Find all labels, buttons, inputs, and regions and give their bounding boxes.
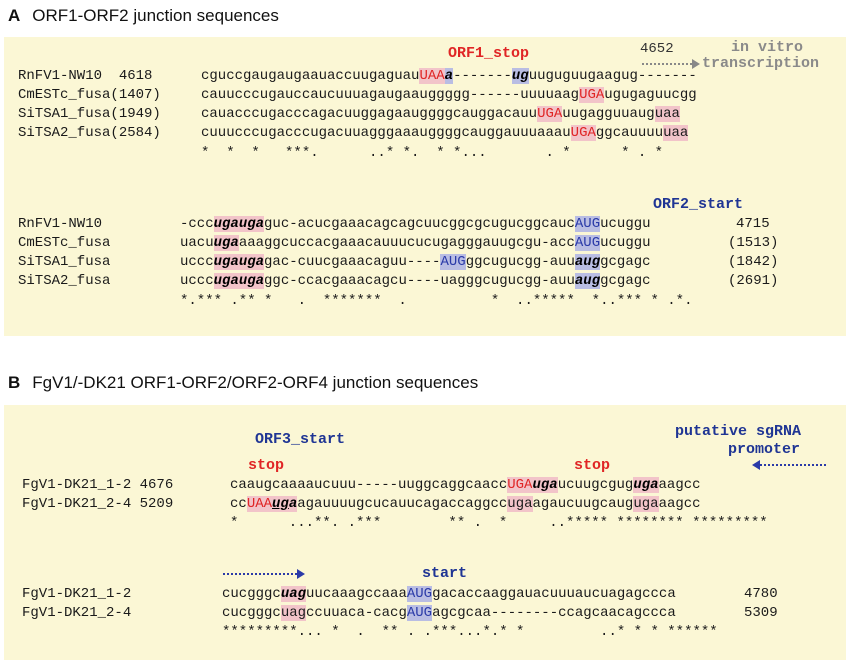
- seq-name-sitsa2-b2: SiTSA2_fusa: [18, 273, 111, 289]
- transcription-label: transcription: [702, 55, 820, 72]
- seq-rnfv1-row2: -cccugaugaguc-acucgaaacagcagcuucggcgcugu…: [180, 216, 651, 232]
- orf2-start-codon: AUG: [574, 216, 601, 232]
- sgrna-forward-arrow: [223, 569, 305, 579]
- start-label: start: [422, 565, 468, 582]
- seq-end-cmestc: (1513): [728, 235, 779, 251]
- consensus-a-block1: * * * ***. ..* *. * *... . * * . *: [201, 145, 664, 161]
- seq-end-rnfv1: 4715: [736, 216, 770, 232]
- seq-sitsa2-row1: cuuucccugacccugacuuagggaaauggggcauggauuu…: [201, 125, 689, 141]
- consensus-a-block2: *.*** .** * . ******* . * ..***** *..***…: [180, 293, 693, 309]
- panel-b-title: B FgV1/-DK21 ORF1-ORF2/ORF2-ORF4 junction…: [8, 373, 478, 393]
- seq-sitsa1-row2: ucccugaugagac-cuucgaaacaguu----AUGggcugu…: [180, 254, 651, 270]
- seq-name-cmestc: CmESTc_fusa(1407): [18, 87, 161, 103]
- seq-fgv1-24-row2: cucgggcuagccuuaca-cacgAUGagcgcaa--------…: [222, 605, 676, 621]
- position-4652-label: 4652: [640, 41, 674, 57]
- seq-end-fgv1-12: 4780: [744, 586, 778, 602]
- panel-a-title: A ORF1-ORF2 junction sequences: [8, 6, 279, 26]
- consensus-b-block1: * ...**. .*** ** . * ..***** ******** **…: [230, 515, 768, 531]
- seq-name-rnfv1-b2: RnFV1-NW10: [18, 216, 103, 232]
- seq-sitsa2-row2: ucccugaugaggc-ccacgaaacagcu----uagggcugu…: [180, 273, 651, 289]
- seq-name-sitsa1: SiTSA1_fusa(1949): [18, 106, 161, 122]
- seq-name-sitsa1-b2: SiTSA1_fusa: [18, 254, 111, 270]
- seq-end-sitsa1: (1842): [728, 254, 779, 270]
- panel-b-letter: B: [8, 373, 21, 392]
- panel-a-letter: A: [8, 6, 21, 25]
- promoter-label: promoter: [728, 441, 801, 458]
- transcription-arrow: [642, 59, 700, 69]
- orf2-start-label: ORF2_start: [653, 196, 744, 213]
- in-vitro-label: in vitro: [731, 39, 804, 56]
- seq-rnfv1-row1: cguccgaugaugaauaccuugaguauUAAa-------ugu…: [201, 68, 697, 84]
- promoter-arrow: [752, 460, 826, 470]
- panel-a-title-text: ORF1-ORF2 junction sequences: [32, 6, 279, 25]
- seq-cmestc-row1: cauucccugauccaucuuuagaugaauggggg------uu…: [201, 87, 697, 103]
- seq-name-rnfv1: RnFV1-NW10 4618: [18, 68, 153, 84]
- panel-a: ORF1_stop 4652 in vitro transcription Rn…: [4, 37, 846, 336]
- orf1-stop-codon: UAA: [419, 68, 445, 84]
- seq-name-fgv1-24: FgV1-DK21_2-4 5209: [22, 496, 174, 512]
- seq-name-fgv1-12-b2: FgV1-DK21_1-2: [22, 586, 132, 602]
- orf1-stop-label: ORF1_stop: [448, 45, 530, 62]
- seq-fgv1-12-row1: caaugcaaaaucuuu-----uuggcaggcaaccUGAugau…: [230, 477, 701, 493]
- seq-name-fgv1-12: FgV1-DK21_1-2 4676: [22, 477, 174, 493]
- putative-sgrna-label: putative sgRNA: [675, 423, 802, 440]
- panel-b: ORF3_start stop stop putative sgRNA prom…: [4, 405, 846, 660]
- orf3-start-label: ORF3_start: [255, 431, 346, 448]
- consensus-b-block2: *********... * . ** . .***...*.* * ..* *…: [222, 624, 718, 640]
- panel-b-title-text: FgV1/-DK21 ORF1-ORF2/ORF2-ORF4 junction …: [32, 373, 479, 392]
- seq-end-fgv1-24: 5309: [744, 605, 778, 621]
- seq-cmestc-row2: uacuugaaaaggcuccacgaaacauuucucugagggauug…: [180, 235, 651, 251]
- seq-name-sitsa2: SiTSA2_fusa(2584): [18, 125, 161, 141]
- seq-sitsa1-row1: cauacccugacccagacuuggagaauggggcauggacauu…: [201, 106, 680, 122]
- seq-fgv1-24-row1: ccUAAugaagauuuugcucauucagaccaggccugaagau…: [230, 496, 701, 512]
- stop-label-2: stop: [574, 457, 611, 474]
- stop-label-1: stop: [248, 457, 285, 474]
- seq-end-sitsa2: (2691): [728, 273, 779, 289]
- seq-name-fgv1-24-b2: FgV1-DK21_2-4: [22, 605, 132, 621]
- seq-name-cmestc-b2: CmESTc_fusa: [18, 235, 111, 251]
- seq-fgv1-12-row2: cucgggcuaguucaaagccaaaAUGgacaccaaggauacu…: [222, 586, 676, 602]
